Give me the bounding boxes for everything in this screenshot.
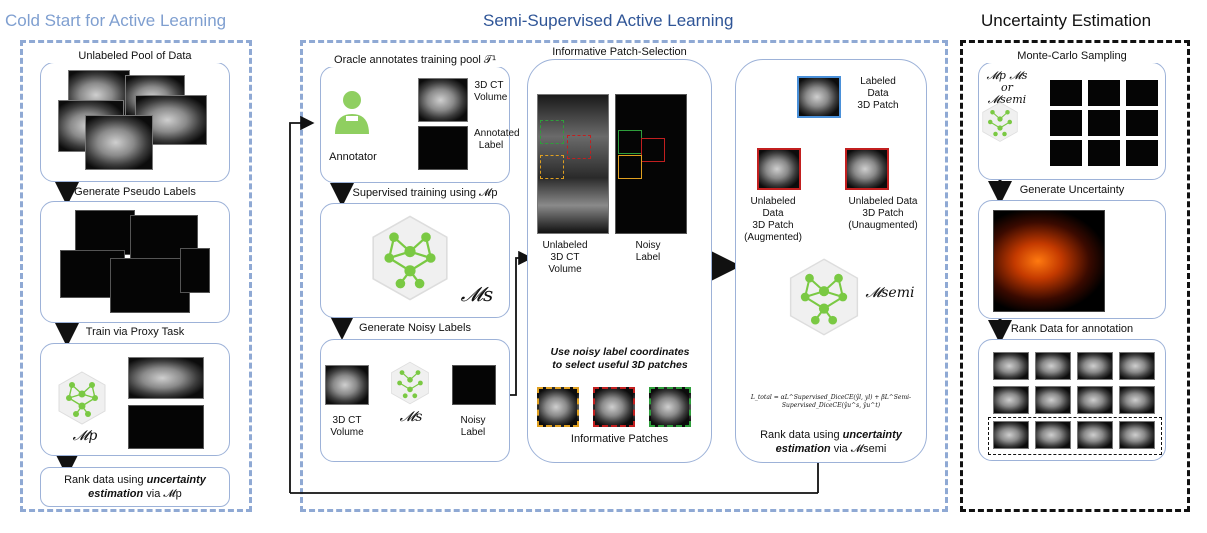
ranked-slice [1035, 421, 1071, 449]
semi-supervised-title: Semi-Supervised Active Learning [483, 11, 734, 30]
ranked-slice [993, 352, 1029, 380]
informative-patches-label: Informative Patches [570, 433, 669, 445]
ct-slice [128, 357, 204, 399]
informative-patch-orange [537, 387, 579, 427]
ct-volume-vertical-label: 3D CT Volume [474, 80, 508, 103]
proxy-task-step: Train via Proxy Task [85, 326, 185, 338]
augmented-patch-label: Unlabeled Data 3D Patch (Augmented) [744, 196, 802, 243]
ranked-slice [1119, 421, 1155, 449]
ranked-slice [1035, 386, 1071, 414]
semi-rank-text: Rank data using uncertainty estimation v… [737, 428, 925, 456]
ranked-slice [1077, 386, 1113, 414]
cold-rank-box [40, 467, 230, 507]
mc-sample [1050, 110, 1082, 136]
model-s-small-label: 𝓜s [399, 409, 423, 425]
mc-models-label: 𝓜p 𝓜s or 𝓜semi [986, 69, 1028, 106]
use-noisy-coords-text: Use noisy label coordinates to select us… [550, 346, 690, 371]
mc-sample [1088, 140, 1120, 166]
supervised-training-label: Supervised training using 𝓜p [352, 187, 498, 199]
mc-sample [1126, 140, 1158, 166]
unaugmented-patch-cube [845, 148, 889, 190]
mc-sample [1126, 80, 1158, 106]
pseudo-label-slice [180, 248, 210, 293]
mc-sample [1050, 80, 1082, 106]
label-slice [128, 405, 204, 449]
model-p-label: 𝓜p [72, 428, 98, 444]
semi-model-box [735, 59, 927, 463]
generate-uncertainty-label: Generate Uncertainty [1019, 184, 1125, 196]
ranked-slice [1119, 352, 1155, 380]
oracle-label: Oracle annotates training pool 𝒯¹ [320, 54, 510, 67]
cold-rank-text: Rank data using uncertainty estimation v… [40, 473, 230, 501]
labeled-patch-label: Labeled Data 3D Patch [857, 76, 899, 111]
ct-volume-cube-icon [418, 78, 468, 122]
ct-volume-cube-icon [325, 365, 369, 405]
red-patch-box [641, 138, 665, 162]
noisy-labels-title: Generate Noisy Labels [359, 322, 471, 334]
model-semi-label: 𝓜semi [865, 285, 915, 301]
loss-equation: L_total = αL^Supervised_DiceCE(ŷl, yl) +… [750, 394, 912, 409]
semi-rank-prefix: Rank data using [760, 429, 843, 441]
uncertainty-panel [960, 40, 1190, 512]
mc-sample [1088, 110, 1120, 136]
informative-patch-red [593, 387, 635, 427]
pseudo-label-slice [110, 258, 190, 313]
unaugmented-patch-label: Unlabeled Data 3D Patch (Unaugmented) [848, 196, 918, 231]
orange-patch-box [618, 155, 642, 179]
pool-label: Unlabeled Pool of Data [40, 50, 230, 63]
ct-volume-label: 3D CT Volume [330, 415, 364, 438]
green-patch-box [540, 120, 564, 144]
mc-sample [1126, 110, 1158, 136]
ranked-slice [1035, 352, 1071, 380]
green-patch-box [618, 130, 642, 154]
noisy-label-text-2: Noisy Label [635, 240, 661, 263]
noisy-label-cube [452, 365, 496, 405]
ranked-slice [1077, 421, 1113, 449]
annotator-label: Annotator [329, 151, 377, 163]
cold-rank-suffix: via 𝓜p [143, 488, 182, 500]
cold-start-panel [20, 40, 252, 512]
unlabeled-ct-label: Unlabeled 3D CT Volume [542, 240, 588, 275]
selected-row-outline [988, 417, 1162, 455]
informative-patch-green [649, 387, 691, 427]
cold-start-title: Cold Start for Active Learning [5, 11, 227, 30]
labeled-patch-cube [797, 76, 841, 118]
semi-rank-bold: uncertainty estimation [775, 429, 902, 455]
pseudo-label-slice [75, 210, 135, 255]
ranked-slice [1119, 386, 1155, 414]
annotated-label-cube [418, 126, 468, 170]
patch-selection-title: Informative Patch-Selection [527, 46, 712, 59]
noisy-label-text: Noisy Label [460, 415, 486, 438]
annotated-label-vertical: Annotated Label [474, 128, 520, 151]
noisy-label-volume [615, 94, 687, 234]
mc-sample [1050, 140, 1082, 166]
ranked-slice [993, 421, 1029, 449]
semi-supervised-panel [300, 40, 948, 512]
ranked-slice [1077, 352, 1113, 380]
model-s-big-label: 𝓜s [460, 282, 494, 306]
monte-carlo-label: Monte-Carlo Sampling [978, 50, 1166, 63]
semi-rank-suffix: via 𝓜semi [830, 443, 887, 455]
orange-patch-box [540, 155, 564, 179]
augmented-patch-cube [757, 148, 801, 190]
uncertainty-volume [993, 210, 1105, 312]
ranked-slice [993, 386, 1029, 414]
cold-rank-prefix: Rank data using [64, 474, 147, 486]
mc-sample [1088, 80, 1120, 106]
unlabeled-ct-volume [537, 94, 609, 234]
red-patch-box [567, 135, 591, 159]
ct-slice [85, 115, 153, 170]
uncertainty-title: Uncertainty Estimation [981, 11, 1152, 30]
rank-for-annotation-label: Rank Data for annotation [1010, 323, 1134, 335]
pseudo-label-step: Generate Pseudo Labels [74, 186, 196, 198]
cold-rank-bold: uncertainty estimation [88, 474, 206, 500]
